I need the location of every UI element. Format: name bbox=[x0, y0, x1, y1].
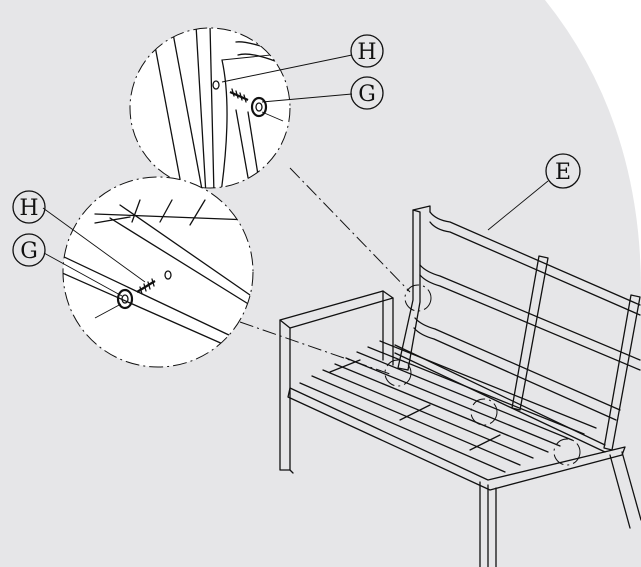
washer-g-icon bbox=[94, 288, 134, 319]
callout-label-e: E bbox=[555, 160, 571, 185]
bolt-h-icon bbox=[229, 88, 249, 103]
callout-label-h: H bbox=[19, 196, 38, 221]
bolt-h-icon bbox=[136, 278, 156, 295]
detail-marker bbox=[470, 398, 498, 426]
connector-line bbox=[289, 167, 411, 293]
sofa-frame bbox=[279, 205, 641, 567]
callout-e: E bbox=[487, 153, 581, 231]
callout-label-g: G bbox=[20, 239, 38, 264]
callout-top-h: H bbox=[221, 34, 384, 83]
callout-left-h: H bbox=[12, 190, 146, 283]
callout-top-g: G bbox=[261, 76, 384, 110]
callout-label-h: H bbox=[357, 40, 376, 65]
hole-icon bbox=[212, 80, 220, 90]
detail-marker bbox=[553, 438, 581, 466]
callout-label-g: G bbox=[358, 82, 376, 107]
hole-icon bbox=[164, 270, 172, 280]
callout-left-g: G bbox=[12, 233, 123, 297]
detail-circle-left bbox=[62, 176, 254, 368]
washer-g-icon bbox=[250, 96, 284, 122]
detail-marker bbox=[404, 284, 432, 312]
detail-marker bbox=[384, 359, 412, 387]
connector-line bbox=[239, 321, 394, 376]
